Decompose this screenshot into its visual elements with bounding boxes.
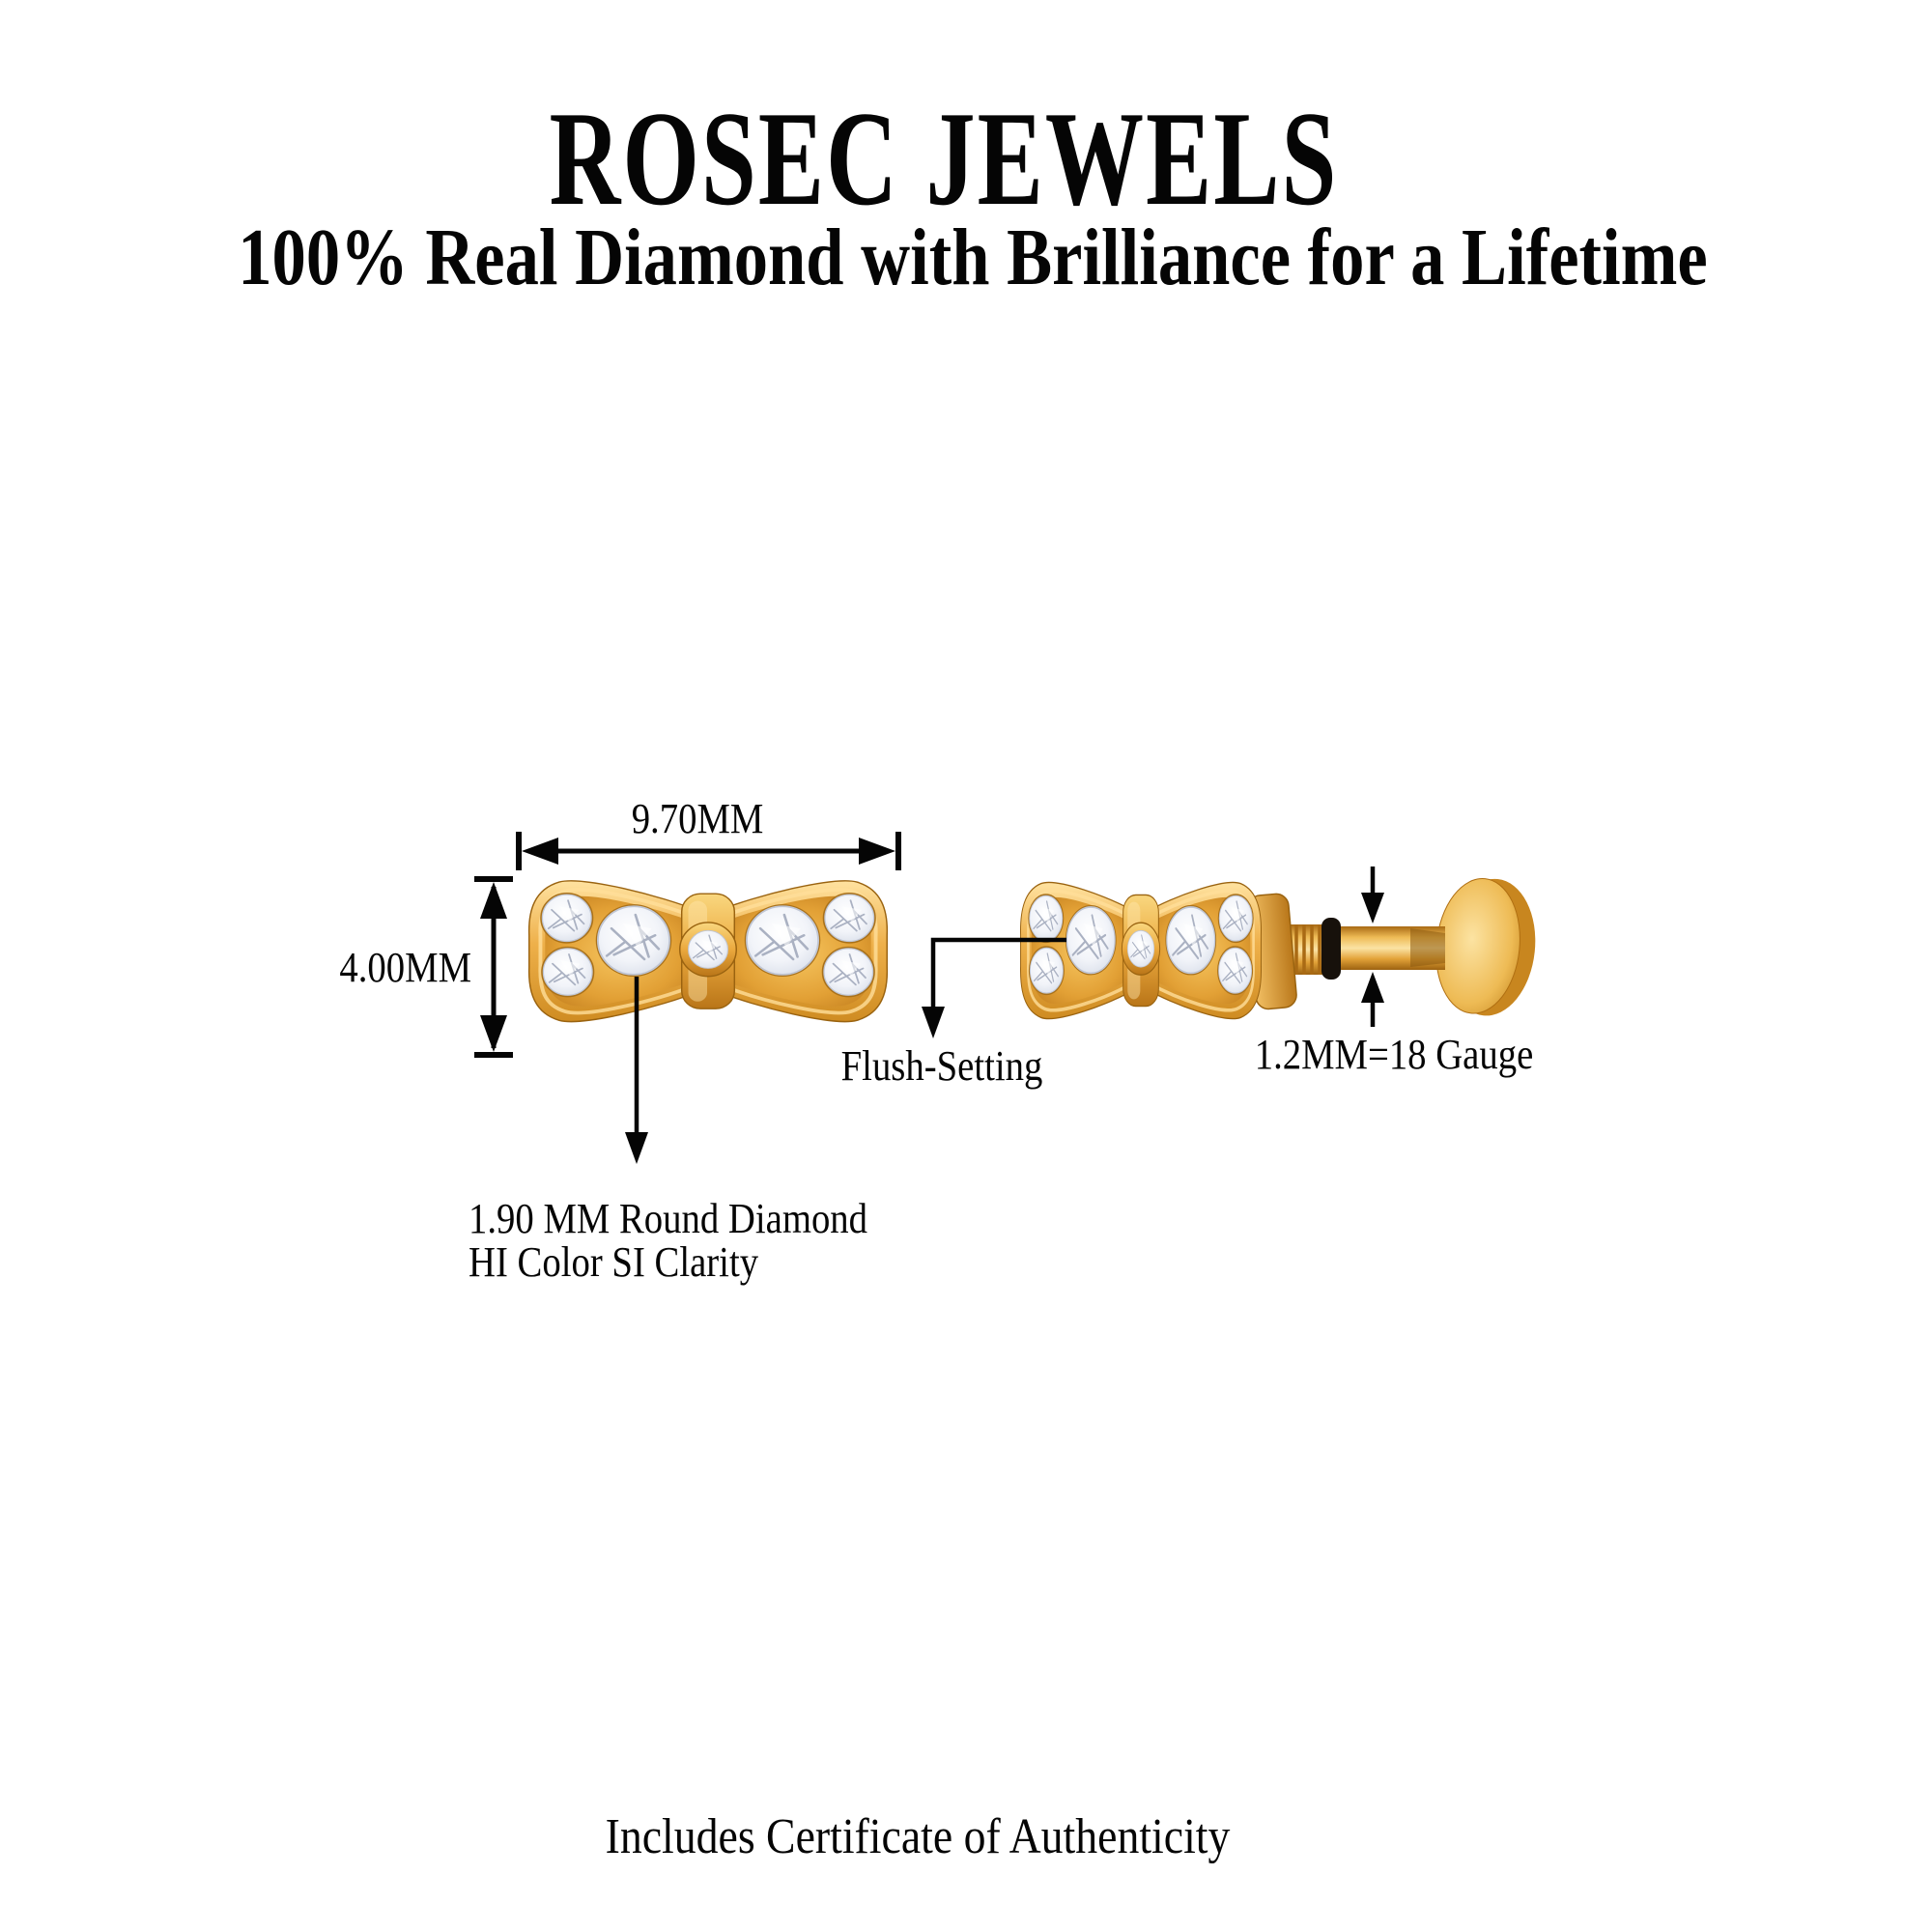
height-dimension-label: 4.00MM [339, 944, 471, 991]
diamond-pointer [625, 977, 648, 1164]
height-dim-up-arrow-icon [480, 882, 507, 919]
flush-setting-label: Flush-Setting [840, 1042, 1043, 1090]
flush-pointer-line [930, 937, 1066, 1009]
gauge-up-arrow-icon [1361, 972, 1384, 1003]
diamond-note-line1: 1.90 MM Round Diamond [469, 1195, 868, 1242]
gauge-down-arrow-icon [1361, 893, 1384, 923]
diamond-pointer-arrow-icon [625, 1132, 648, 1164]
labret-disc [1435, 878, 1536, 1016]
flush-pointer-arrow-icon [922, 1007, 945, 1038]
diamond-note-line2: HI Color SI Clarity [469, 1238, 759, 1286]
width-dimension-label: 9.70MM [631, 795, 764, 842]
width-dim-right-arrow-icon [859, 838, 895, 865]
gauge-pointers [1361, 867, 1384, 1027]
width-dimension [516, 832, 901, 870]
o-ring [1321, 918, 1341, 980]
width-dim-left-arrow-icon [522, 838, 558, 865]
height-dimension [474, 876, 513, 1058]
certificate-note: Includes Certificate of Authenticity [605, 1809, 1231, 1864]
gauge-label: 1.2MM=18 Gauge [1254, 1031, 1534, 1078]
tagline: 100% Real Diamond with Brilliance for a … [238, 213, 1708, 302]
side-bow [1020, 883, 1261, 1019]
height-dim-down-arrow-icon [480, 1015, 507, 1052]
side-view-assembly [1020, 878, 1536, 1020]
front-bow [529, 881, 888, 1022]
flush-setting-pointer [922, 937, 1066, 1038]
post-disc-shadow [1410, 928, 1445, 967]
brand-title: ROSEC JEWELS [549, 84, 1339, 234]
